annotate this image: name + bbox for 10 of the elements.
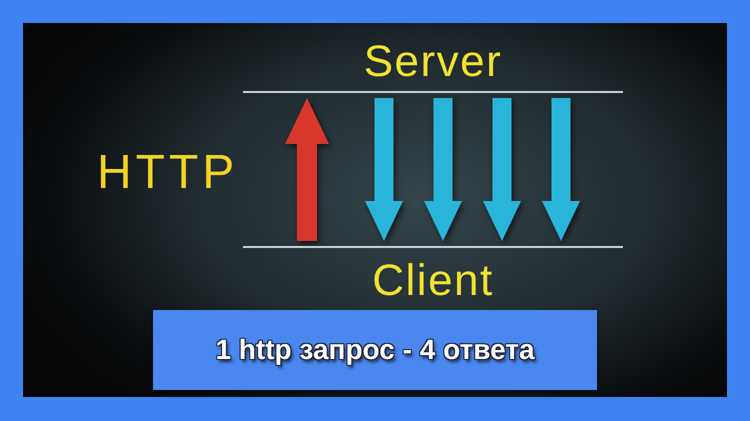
arrow <box>365 98 403 241</box>
arrow <box>424 98 462 241</box>
caption-banner <box>153 310 597 390</box>
arrow <box>542 98 580 241</box>
tier-label: Client <box>372 255 494 307</box>
tier-label: Server <box>364 36 502 88</box>
arrow <box>483 98 521 241</box>
banner-text: 1 http запрос - 4 ответа <box>215 333 535 367</box>
arrow <box>285 98 329 241</box>
protocol-label: HTTP <box>97 145 238 201</box>
